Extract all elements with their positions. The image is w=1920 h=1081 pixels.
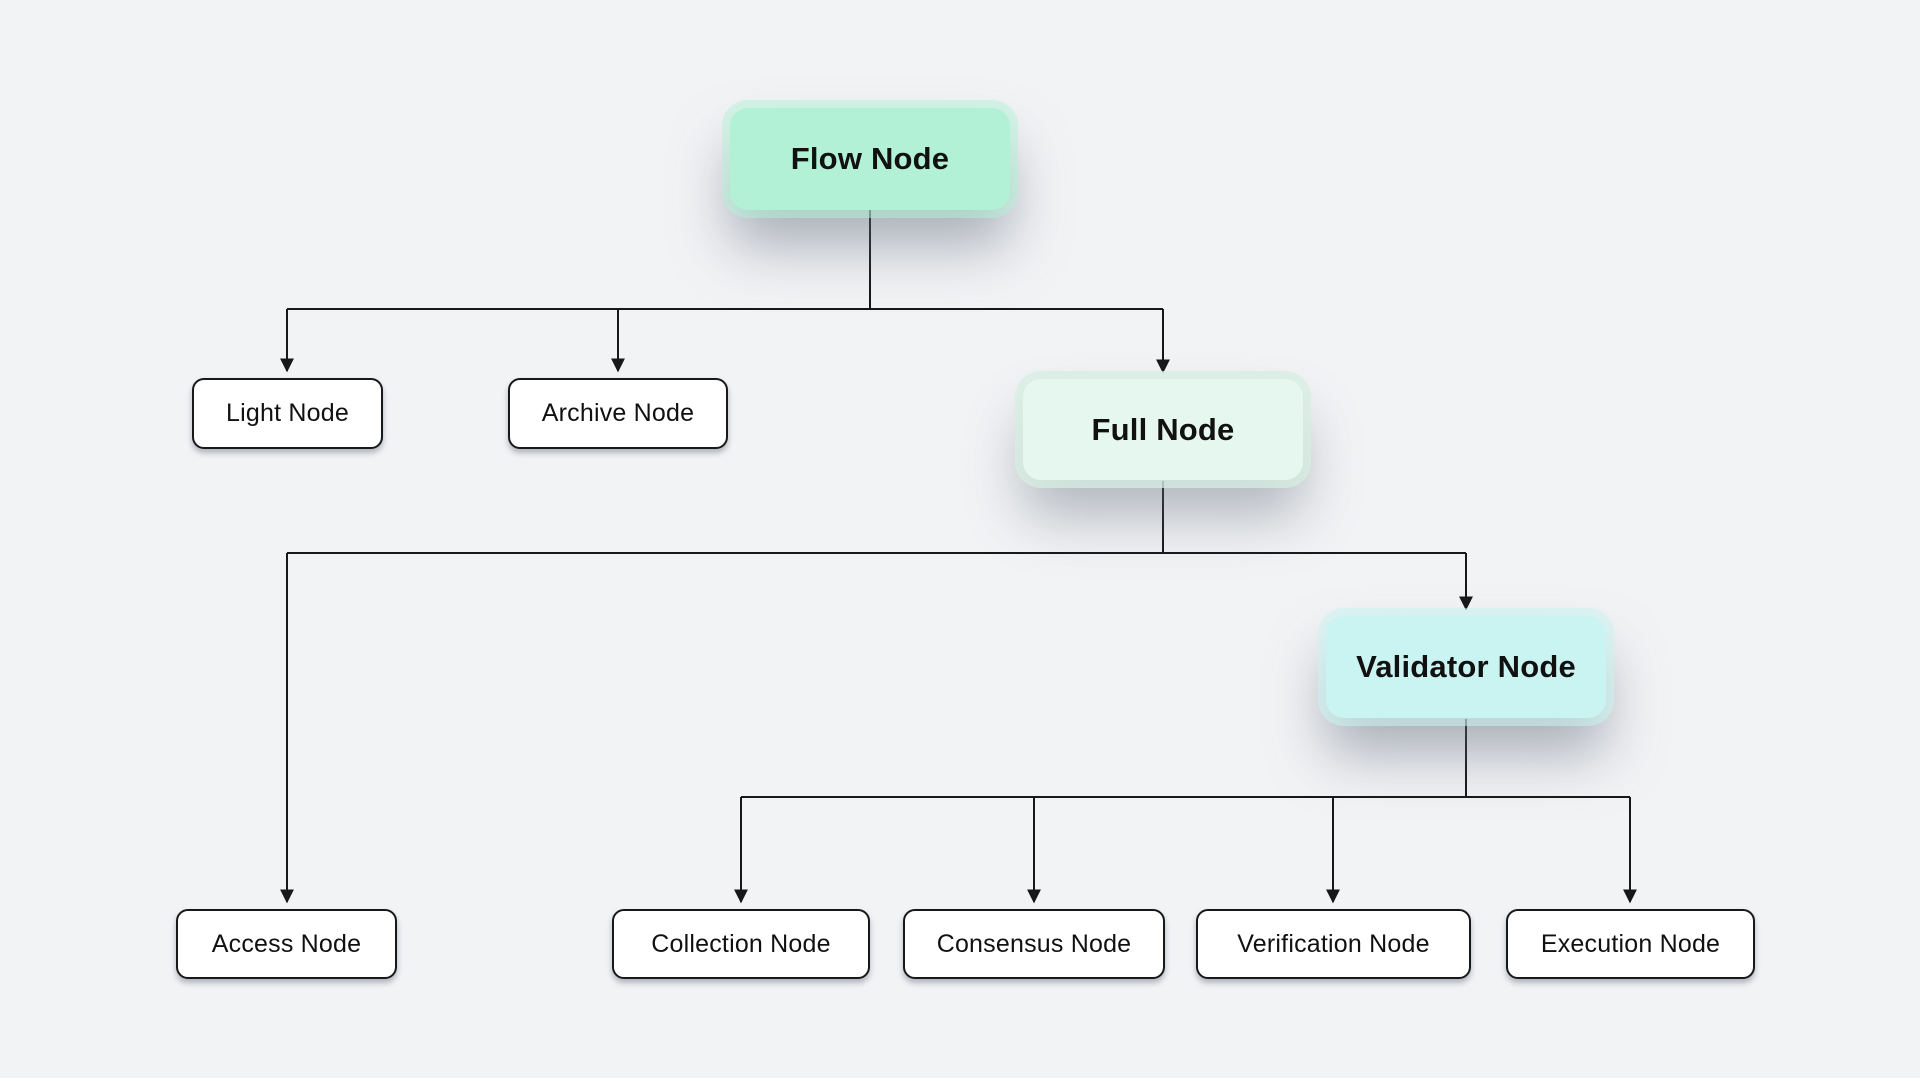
node-archive-label: Archive Node bbox=[541, 399, 695, 427]
node-verification-label: Verification Node bbox=[1237, 929, 1430, 958]
node-flow-label: Flow Node bbox=[790, 141, 950, 176]
node-access-label: Access Node bbox=[211, 929, 362, 958]
node-flow: Flow Node bbox=[730, 108, 1010, 210]
bottom-edge bbox=[0, 1078, 1920, 1081]
node-access: Access Node bbox=[176, 909, 397, 979]
node-validator-label: Validator Node bbox=[1356, 649, 1576, 684]
node-light: Light Node bbox=[192, 378, 383, 449]
node-consensus-label: Consensus Node bbox=[936, 929, 1132, 958]
node-full-label: Full Node bbox=[1091, 411, 1235, 447]
node-archive: Archive Node bbox=[508, 378, 728, 449]
node-collection: Collection Node bbox=[612, 909, 870, 979]
node-consensus: Consensus Node bbox=[903, 909, 1165, 979]
node-execution: Execution Node bbox=[1506, 909, 1755, 979]
node-verification: Verification Node bbox=[1196, 909, 1471, 979]
node-light-label: Light Node bbox=[226, 399, 349, 427]
node-collection-label: Collection Node bbox=[651, 929, 831, 958]
node-execution-label: Execution Node bbox=[1540, 929, 1721, 958]
node-full: Full Node bbox=[1023, 379, 1303, 480]
node-validator: Validator Node bbox=[1326, 616, 1606, 718]
